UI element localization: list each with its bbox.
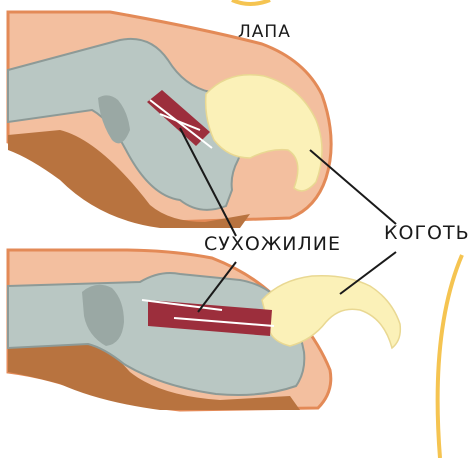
claw-label: КОГОТЬ xyxy=(384,222,470,244)
paw-extended xyxy=(8,12,331,228)
tendon-label: СУХОЖИЛИЕ xyxy=(204,233,341,255)
paw-retracted xyxy=(8,250,400,410)
right-accent-arc xyxy=(438,255,462,458)
claw-retracted xyxy=(262,276,400,348)
paw-label: ЛАПА xyxy=(238,22,291,42)
top-accent-arc xyxy=(232,0,270,4)
